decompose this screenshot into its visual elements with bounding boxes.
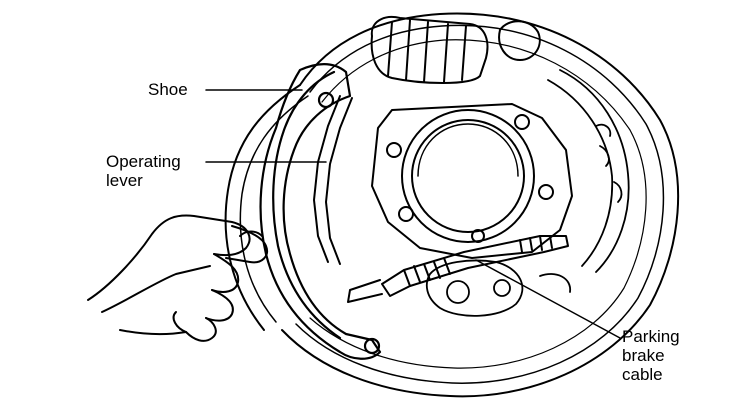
operating-lever bbox=[313, 95, 353, 265]
right-shoe bbox=[547, 69, 630, 273]
leader-lines bbox=[205, 89, 621, 339]
label-parking-brake-cable-line3: cable bbox=[622, 365, 663, 384]
label-shoe-text: Shoe bbox=[148, 80, 188, 99]
parking-brake-cable bbox=[347, 235, 569, 303]
label-operating-lever-line1: Operating bbox=[106, 152, 181, 171]
anchor-plate bbox=[425, 259, 571, 317]
cable-leader-line bbox=[475, 259, 621, 339]
brake-shoe bbox=[259, 63, 382, 360]
hand bbox=[87, 214, 268, 342]
label-operating-lever: Operating lever bbox=[106, 152, 181, 190]
label-parking-brake-cable-line2: brake bbox=[622, 346, 665, 365]
hub bbox=[371, 103, 573, 259]
label-shoe: Shoe bbox=[148, 80, 188, 99]
backing-plate bbox=[224, 12, 680, 398]
wheel-cylinder bbox=[370, 16, 541, 84]
label-parking-brake-cable-line1: Parking bbox=[622, 327, 680, 346]
label-operating-lever-line2: lever bbox=[106, 171, 143, 190]
label-parking-brake-cable: Parking brake cable bbox=[622, 327, 680, 384]
